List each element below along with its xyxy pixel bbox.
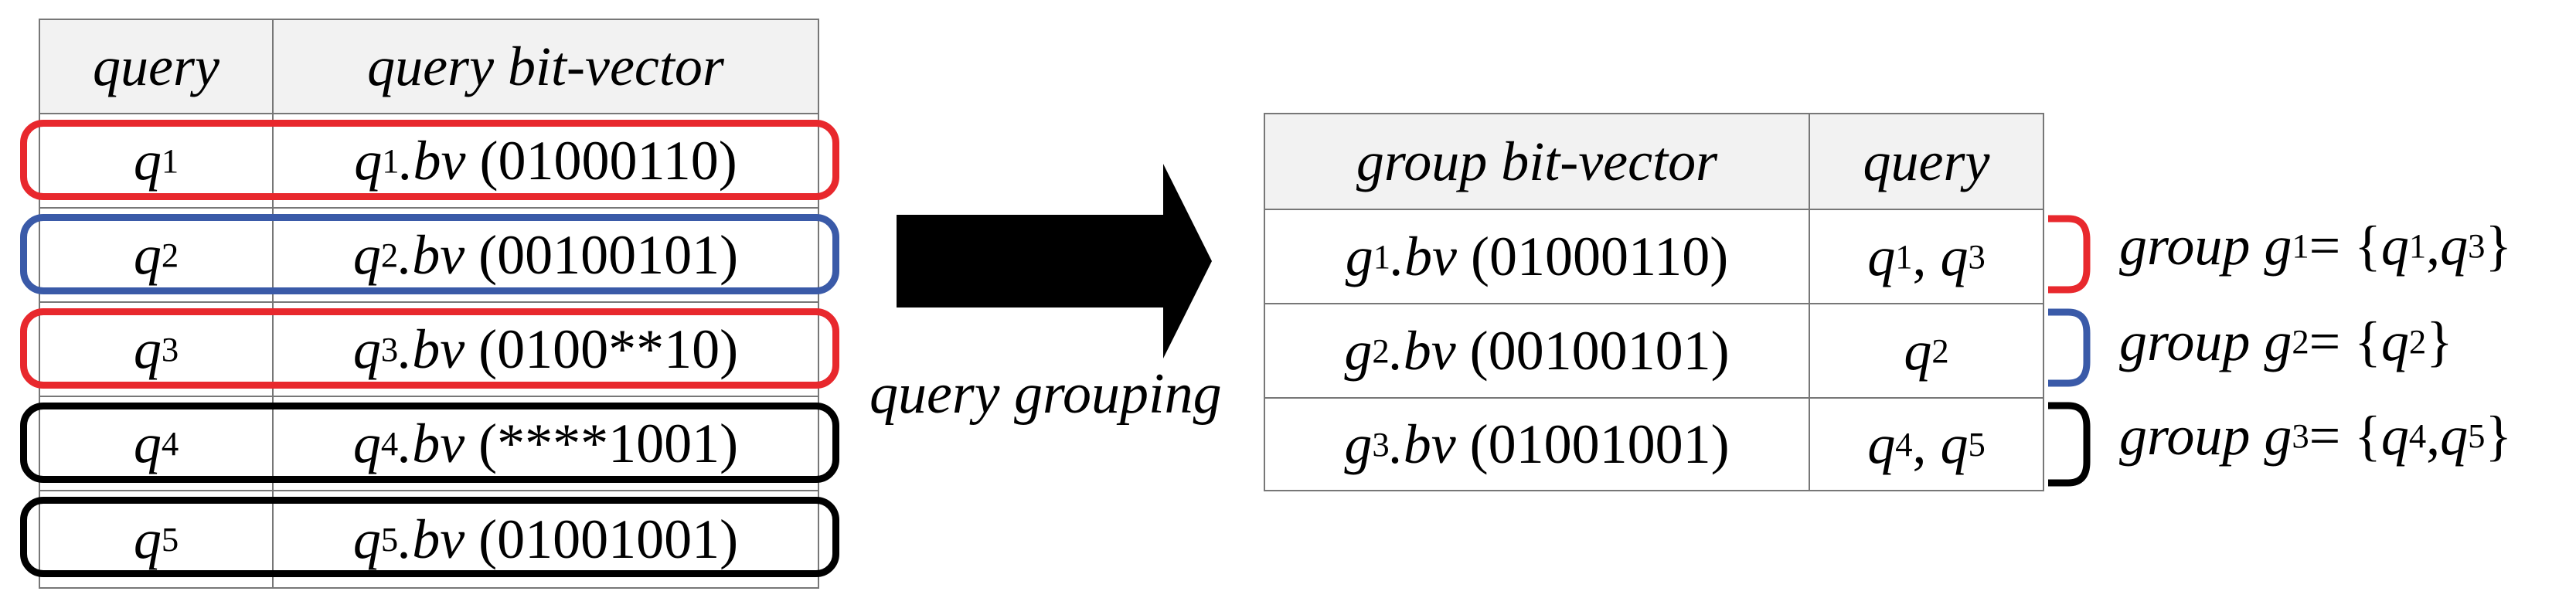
group-table <box>1264 113 2044 491</box>
group-table-header-divider <box>1264 209 2044 210</box>
query-table-header-divider <box>39 113 819 114</box>
group-table-column-divider <box>1809 113 1810 491</box>
query-table <box>39 19 819 589</box>
query-table-row-divider <box>39 207 819 209</box>
query-row-highlight-q5 <box>20 497 839 577</box>
query-table-column-divider <box>272 19 274 589</box>
query-row-highlight-q1 <box>20 120 839 200</box>
group-bracket-g3 <box>2048 402 2091 487</box>
query-table-header-bitvector: query bit-vector <box>367 35 724 97</box>
group-table-row-divider <box>1264 397 2044 399</box>
group-bracket-g1 <box>2048 215 2091 294</box>
query-table-row-divider <box>39 301 819 303</box>
query-table-row-divider <box>39 396 819 397</box>
query-table-header-bg <box>40 20 818 113</box>
group-table-header-bg <box>1265 114 2043 209</box>
query-row-highlight-q3 <box>20 308 839 389</box>
query-row-highlight-q4 <box>20 403 839 483</box>
query-table-header-query: query <box>93 35 219 97</box>
group-table-header-query: query <box>1863 130 1990 192</box>
grouping-arrow <box>897 164 1212 358</box>
query-table-row-divider <box>39 490 819 491</box>
query-row-highlight-q2 <box>20 214 839 294</box>
group-table-header-bitvector: group bit-vector <box>1356 130 1718 192</box>
arrow-label: query grouping <box>869 362 1222 426</box>
group-table-row-divider <box>1264 303 2044 304</box>
group-bracket-g2 <box>2048 308 2091 387</box>
